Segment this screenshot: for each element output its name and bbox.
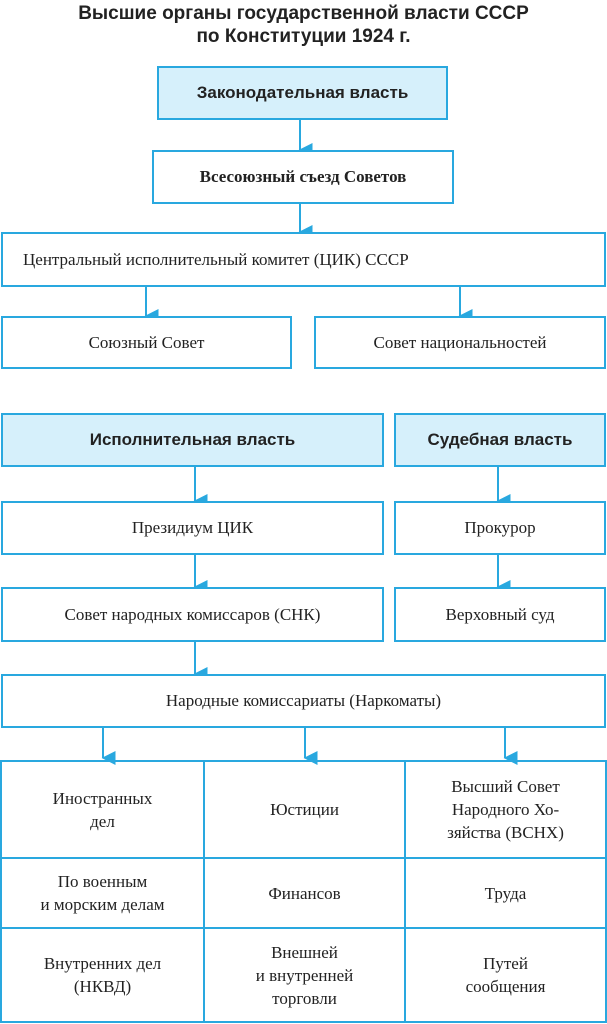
table-cell-labor: Труда — [484, 883, 527, 903]
table-cell-communications: Путей сообщения — [465, 954, 546, 996]
judicial-power-header: Судебная власть — [394, 413, 606, 467]
commissariats-table-grid — [0, 760, 607, 1023]
prosecutor-box: Прокурор — [394, 501, 606, 555]
table-cell-vsnh: Высший Совет Народного Хо- зяйства (ВСНХ… — [447, 777, 564, 842]
table-cell-justice: Юстиции — [270, 800, 339, 819]
diagram-title-line2: по Конституции 1924 г. — [196, 26, 411, 47]
all-union-congress-box: Всесоюзный съезд Советов — [152, 150, 454, 204]
presidium-box: Президиум ЦИК — [1, 501, 384, 555]
commissariats-box: Народные комиссариаты (Наркоматы) — [1, 674, 606, 728]
central-executive-committee-box: Центральный исполнительный комитет (ЦИК)… — [1, 232, 606, 287]
snk-box: Совет народных комиссаров (СНК) — [1, 587, 384, 642]
executive-power-header: Исполнительная власть — [1, 413, 384, 467]
table-cell-nkvd: Внутренних дел (НКВД) — [43, 954, 162, 996]
table-cell-trade: Внешней и внутренней торговли — [255, 942, 354, 1008]
diagram-title-line1: Высшие органы государственной власти ССС… — [78, 3, 529, 24]
table-cell-military-naval: По военным и морским делам — [40, 872, 165, 914]
union-council-box: Союзный Совет — [1, 316, 292, 369]
nationalities-council-box: Совет национальностей — [314, 316, 606, 369]
table-cell-finance: Финансов — [268, 883, 341, 903]
table-cell-foreign-affairs: Иностранных дел — [52, 788, 153, 831]
legislative-power-header: Законодательная власть — [157, 66, 448, 120]
supreme-court-box: Верховный суд — [394, 587, 606, 642]
